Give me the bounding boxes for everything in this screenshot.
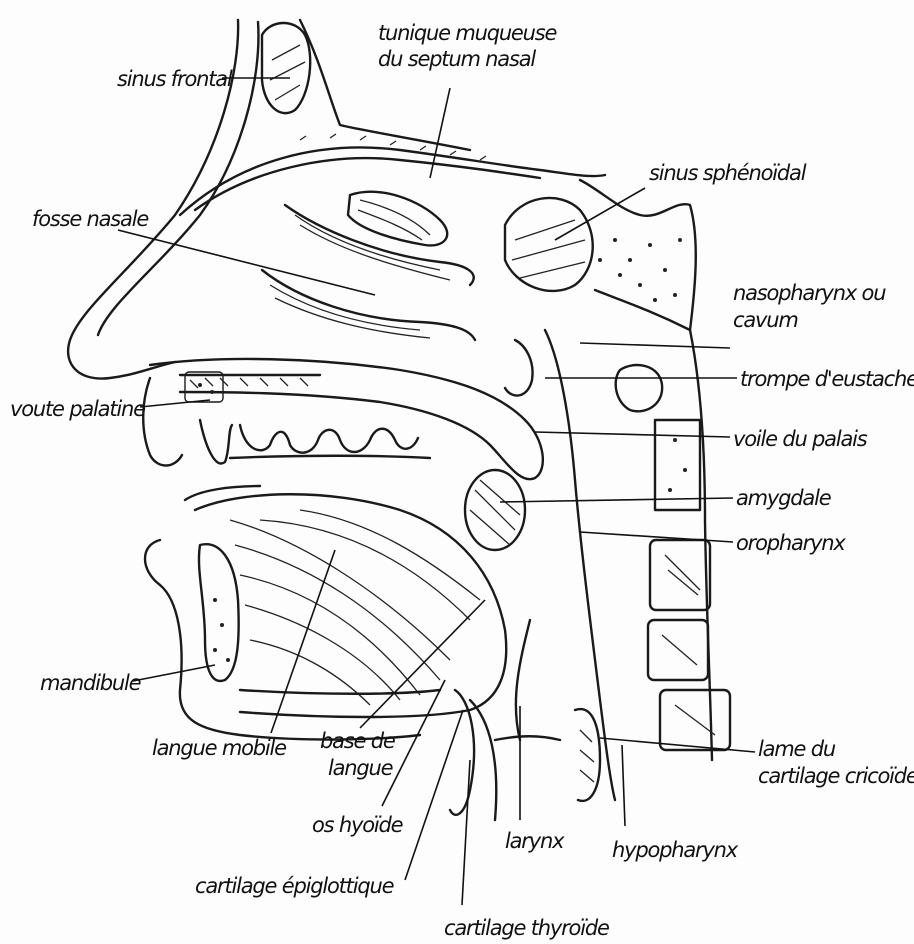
label-base-line2: langue [328,756,393,780]
face-profile [68,20,420,740]
label-tunique-line2: du septum nasal [378,47,536,71]
label-cartilage-epiglottique: cartilage épiglottique [195,874,394,898]
label-mandibule: mandibule [40,671,141,695]
label-oropharynx: oropharynx [736,531,846,555]
label-lame-line2: cartilage cricoïde [758,764,914,788]
label-larynx: larynx [505,829,565,853]
label-voile-du-palais: voile du palais [733,427,868,451]
label-fosse-nasale: fosse nasale [32,207,148,231]
teeth [200,420,430,464]
label-lame-line1: lame du [758,737,836,761]
label-sinus-sphenoidal: sinus sphénoïdal [649,161,807,185]
pharynx [465,330,662,800]
tongue [195,494,506,717]
label-hypopharynx: hypopharynx [612,838,739,862]
sphenoid-sinus [505,180,696,330]
label-nasopharynx-line2: cavum [733,308,798,332]
label-amygdale: amygdale [736,486,831,510]
palate [150,359,543,479]
nasal-turbinates [262,192,475,340]
label-trompe-eustache: trompe d'eustache [740,367,914,391]
label-langue-mobile: langue mobile [152,736,286,760]
label-voute-palatine: voute palatine [10,397,145,421]
label-tunique-line1: tunique muqueuse [378,21,556,45]
leader-lines [118,78,755,905]
label-os-hyoide: os hyoïde [312,813,403,837]
label-base-line1: base de [320,729,395,753]
label-sinus-frontal: sinus frontal [117,67,233,91]
larynx-region [450,620,600,820]
label-nasopharynx-line1: nasopharynx ou [733,281,886,305]
label-cartilage-thyroide: cartilage thyroïde [444,916,609,940]
nasal-roof [180,134,605,215]
